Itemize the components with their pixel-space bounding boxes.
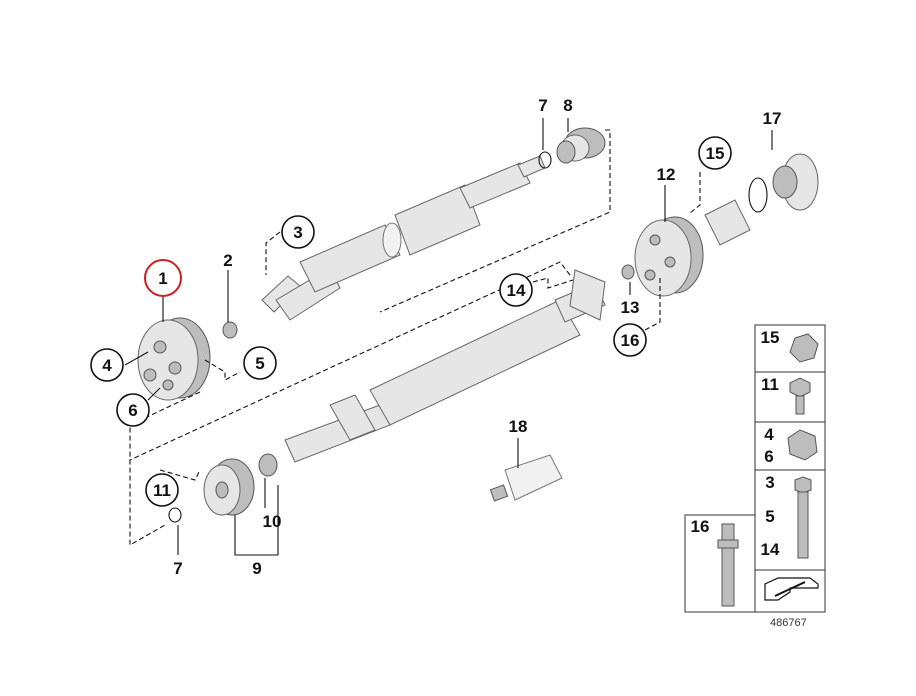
part-8-boot [556, 127, 606, 164]
callout-17-label[interactable]: 17 [763, 109, 782, 128]
callout-6-ring [116, 393, 150, 427]
bolt-16-head-icon [721, 523, 735, 543]
callout-15-ring [698, 136, 732, 170]
legend-cell-11 [754, 371, 826, 423]
callout-6[interactable]: 6 [116, 393, 150, 427]
callout-8-label[interactable]: 8 [563, 96, 572, 115]
bolt-16-collar-icon [717, 539, 739, 549]
part-9-center-bearing [203, 458, 255, 516]
legend-ref-16: 16 [691, 517, 710, 536]
callout-18-label[interactable]: 18 [509, 417, 528, 436]
callout-15[interactable]: 15 [698, 136, 732, 170]
callout-16[interactable]: 16 [613, 323, 647, 357]
legend-cell-3-5-14 [754, 469, 826, 571]
callout-7b-label[interactable]: 7 [173, 559, 182, 578]
callout-14[interactable]: 14 [499, 273, 533, 307]
callout-16-label: 16 [621, 331, 640, 350]
part-7-ring-top [538, 151, 552, 169]
legend-ref-14: 14 [761, 540, 780, 559]
diagram-reference-number: 486767 [770, 617, 807, 629]
part-12-flex-disc [634, 216, 704, 297]
rear-propshaft [284, 269, 606, 463]
callout-4-ring [90, 348, 124, 382]
callout-11[interactable]: 11 [145, 473, 179, 507]
part-2-bushing [222, 321, 238, 339]
bolt-3-5-14-shank-icon [797, 491, 809, 559]
legend-ref-15: 15 [761, 328, 780, 347]
callout-12-label[interactable]: 12 [657, 165, 676, 184]
callout-4-label: 4 [102, 356, 112, 375]
bolt-11-head-icon [789, 377, 811, 398]
callout-14-label: 14 [507, 281, 526, 300]
callout-5-label: 5 [255, 354, 264, 373]
callout-16-ring [613, 323, 647, 357]
bolt-16-shank-icon [721, 547, 735, 607]
callout-10-label[interactable]: 10 [263, 512, 282, 531]
leader-lines [124, 118, 773, 556]
callout-3[interactable]: 3 [281, 215, 315, 249]
replace-arrow-icon [774, 581, 806, 597]
fastener-legend: 15 11 4 6 3 5 14 16 [684, 324, 826, 613]
legend-ref-6: 6 [764, 447, 773, 466]
callout-1[interactable]: 1 [144, 259, 182, 297]
nut-15-icon [789, 333, 819, 363]
legend-ref-11: 11 [761, 375, 779, 394]
bolt-11-shank-icon [795, 395, 805, 415]
legend-ref-4: 4 [764, 425, 774, 444]
legend-cell-16 [684, 514, 756, 613]
callout-5-ring [243, 346, 277, 380]
callout-14-ring [499, 273, 533, 307]
part-7-ring-bottom [168, 507, 182, 523]
callout-1-highlight-ring [144, 259, 182, 297]
callout-11-label: 11 [153, 481, 171, 500]
part-1-flex-disc [137, 317, 211, 401]
part-13-bushing [621, 264, 635, 280]
part-17-flange [704, 153, 819, 246]
callout-2-label[interactable]: 2 [223, 251, 232, 270]
legend-ref-5: 5 [765, 507, 774, 526]
callout-1-label: 1 [158, 269, 167, 288]
callout-4[interactable]: 4 [90, 348, 124, 382]
callout-7a-label[interactable]: 7 [538, 96, 547, 115]
callout-15-label: 15 [706, 144, 725, 163]
callout-13-label[interactable]: 13 [621, 298, 640, 317]
callout-9-label[interactable]: 9 [252, 559, 261, 578]
legend-ref-3: 3 [765, 473, 774, 492]
front-propshaft [261, 155, 546, 321]
callout-11-ring [145, 473, 179, 507]
part-10-ring [258, 453, 278, 477]
callout-3-ring [281, 215, 315, 249]
callout-6-label: 6 [128, 401, 137, 420]
callout-3-label: 3 [293, 223, 302, 242]
bolt-3-5-14-head-icon [794, 476, 812, 494]
part-18-grease-tube [489, 454, 563, 502]
callout-5[interactable]: 5 [243, 346, 277, 380]
nut-4-6-icon [787, 429, 818, 461]
